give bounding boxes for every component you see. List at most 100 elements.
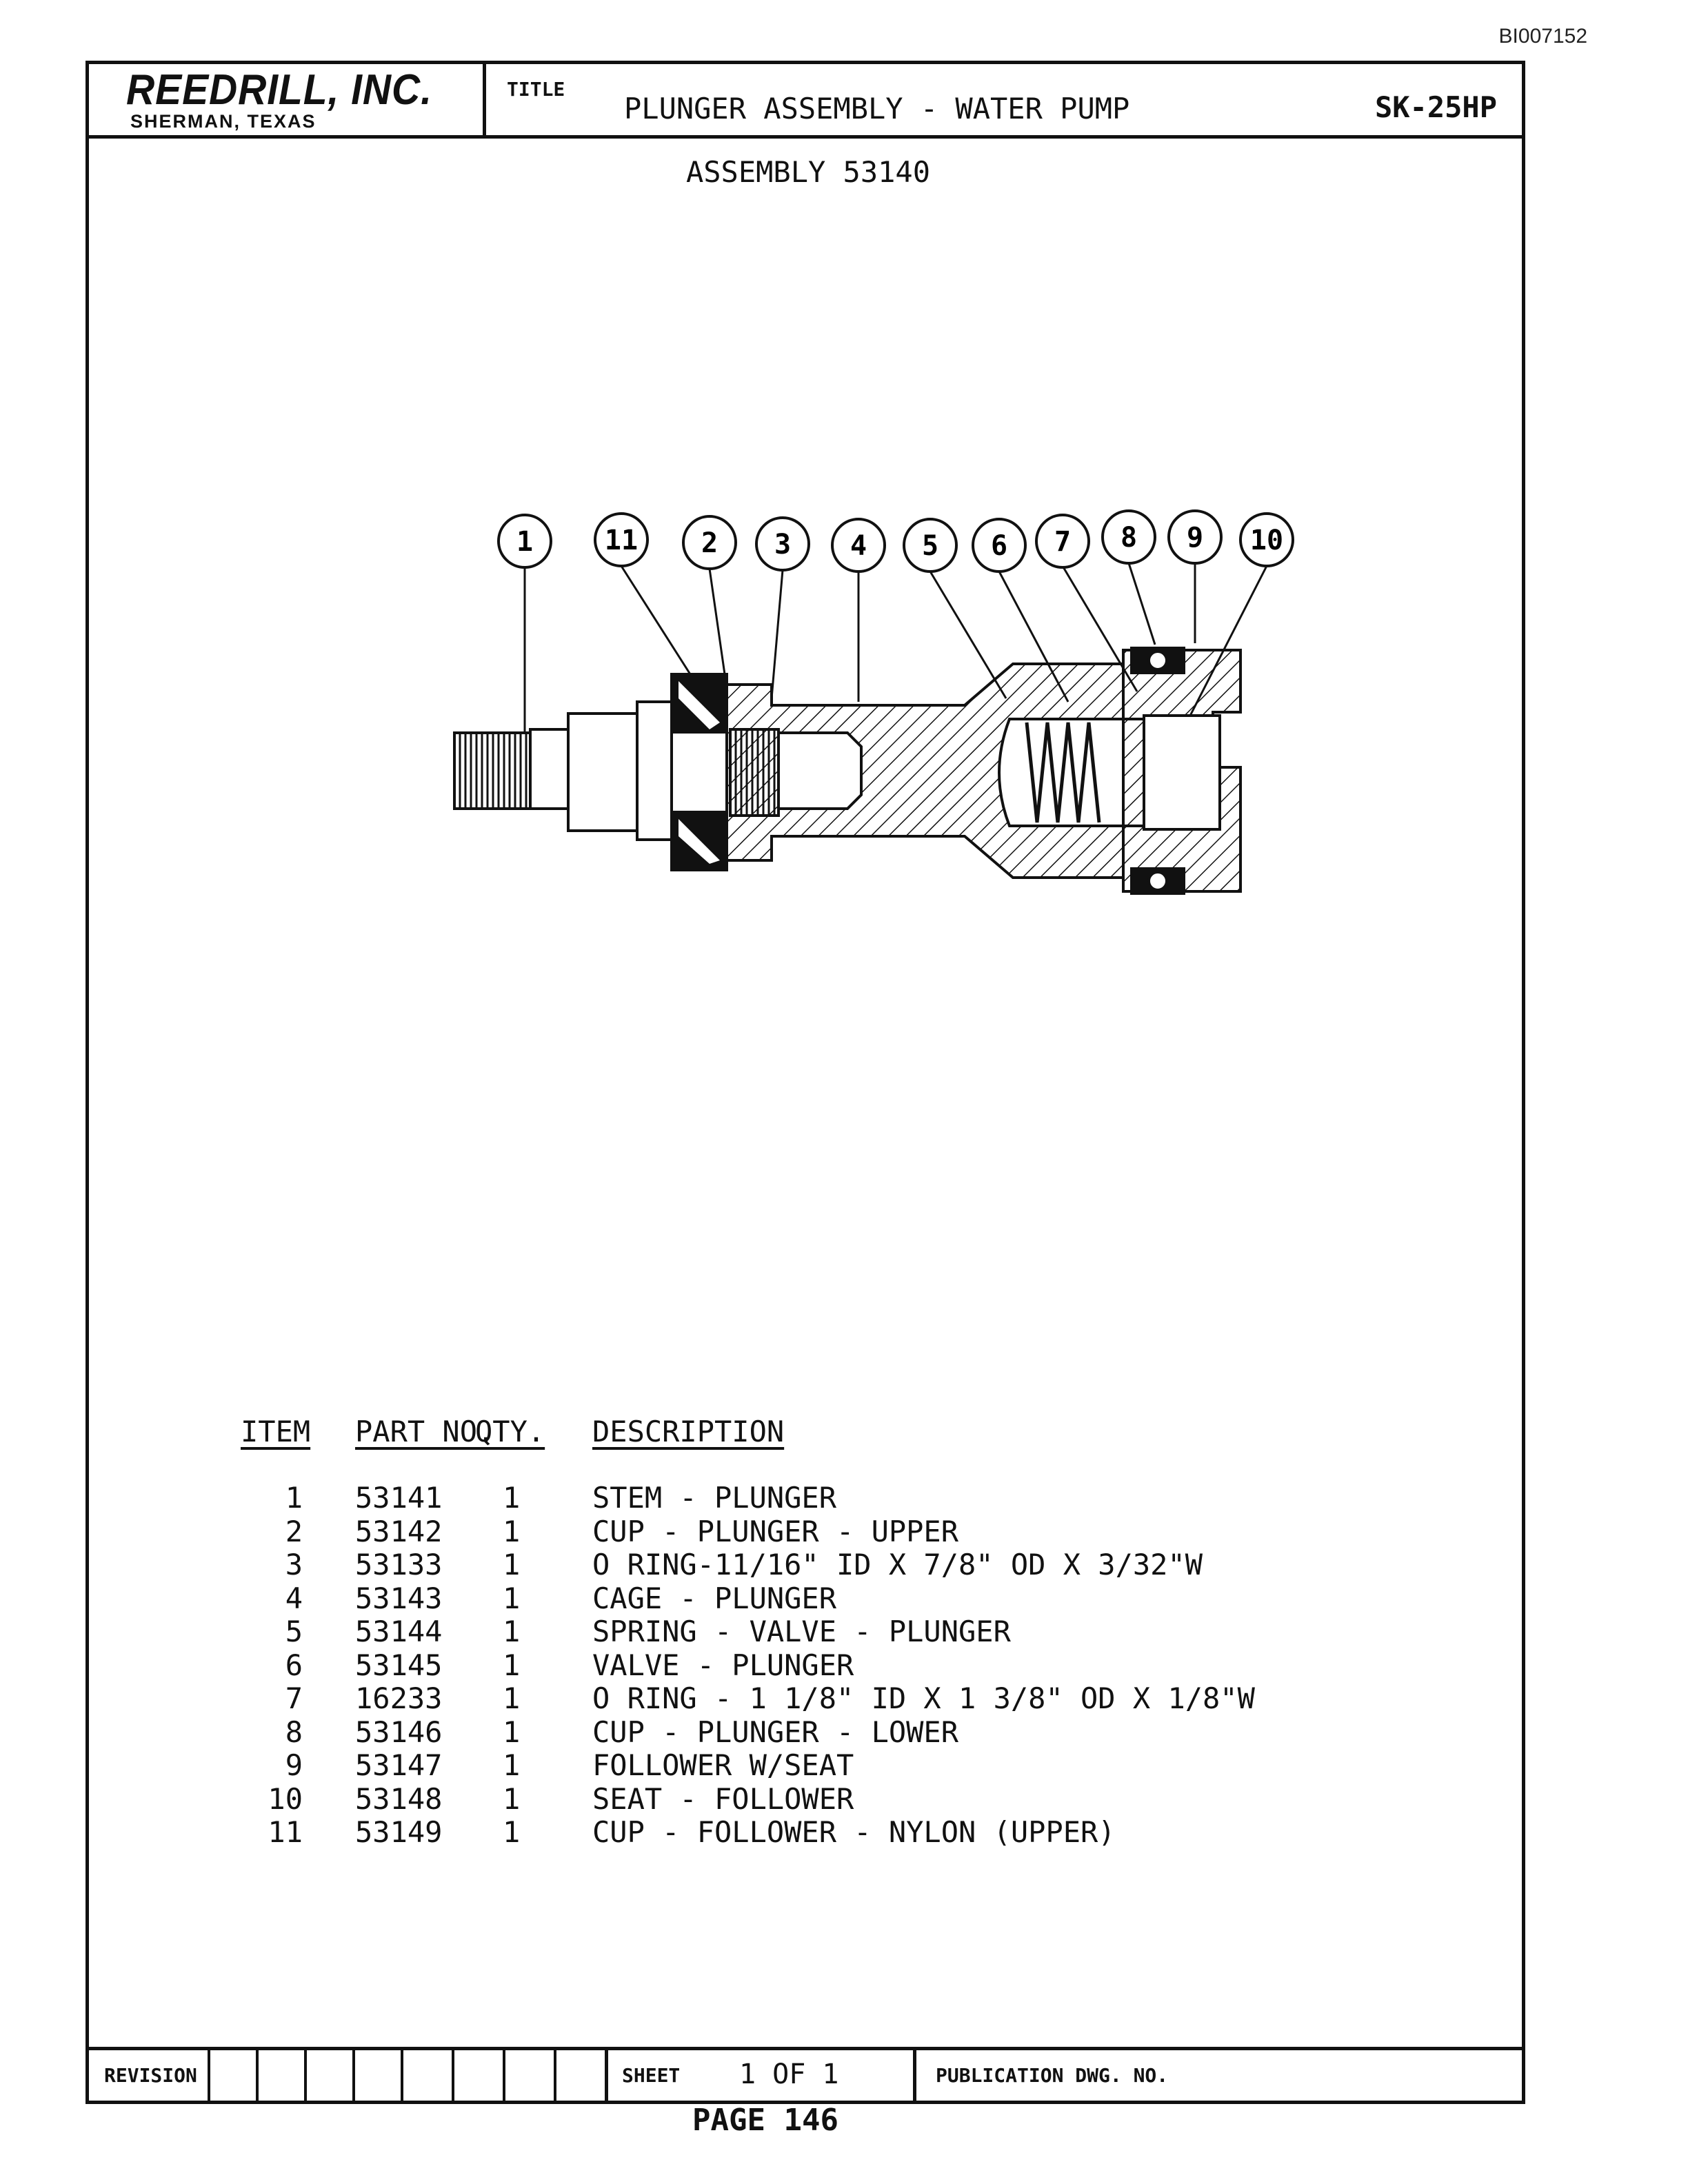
callout-2: 2 [682,515,737,570]
callout-11: 11 [594,512,649,567]
callout-9: 9 [1167,509,1223,565]
part-number: 53144 [355,1615,443,1648]
callout-1: 1 [497,514,552,569]
quantity: 1 [503,1648,521,1682]
callout-label: 10 [1250,525,1283,556]
title-label: TITLE [507,78,565,101]
part-number: 53148 [355,1781,443,1816]
quantity: 1 [503,1781,521,1816]
header-qty: QTY. [475,1415,545,1448]
company-name: REEDRILL, INC. [126,66,432,114]
description: CUP - PLUNGER - UPPER [592,1514,959,1548]
part-number: 53147 [355,1748,443,1782]
page-title: PLUNGER ASSEMBLY - WATER PUMP [624,92,1130,125]
quantity: 1 [503,1581,521,1615]
callout-label: 5 [922,530,938,562]
quantity: 1 [503,1815,521,1849]
part-number: 53142 [355,1514,443,1548]
description: CAGE - PLUNGER [592,1581,837,1615]
part-number: 53133 [355,1548,443,1581]
stem-thread [453,731,532,810]
drawing-frame: REEDRILL, INC. SHERMAN, TEXAS TITLE PLUN… [86,61,1525,2104]
part-number: 53143 [355,1581,443,1615]
item-number: 2 [285,1514,303,1548]
quantity: 1 [503,1615,521,1648]
callout-3: 3 [755,516,810,572]
quantity: 1 [503,1548,521,1581]
part-number: 53141 [355,1481,443,1515]
revision-block: REVISION SHEET 1 OF 1 PUBLICATION DWG. N… [89,2047,1522,2101]
revision-box [503,2050,554,2101]
item-number: 1 [285,1481,303,1515]
part-number: 53149 [355,1815,443,1849]
page-number: PAGE 146 [692,2103,838,2138]
part-number: 53146 [355,1715,443,1749]
description: CUP - FOLLOWER - NYLON (UPPER) [592,1815,1116,1849]
stem-hex [636,700,673,841]
callout-6: 6 [972,518,1027,573]
part-number: 16233 [355,1681,443,1715]
o-ring-top [1147,650,1168,671]
item-number: 9 [285,1748,303,1782]
revision-box [554,2050,605,2101]
header-item: ITEM [241,1415,311,1448]
header-part-no: PART NO. [355,1415,495,1448]
quantity: 1 [503,1514,521,1548]
callout-label: 9 [1187,522,1203,554]
callout-4: 4 [831,518,886,573]
revision-box [452,2050,503,2101]
revision-box [401,2050,452,2101]
callout-label: 7 [1054,526,1071,558]
revision-box [256,2050,304,2101]
item-number: 11 [268,1815,303,1849]
quantity: 1 [503,1715,521,1749]
callout-label: 2 [701,527,718,559]
description: SPRING - VALVE - PLUNGER [592,1615,1011,1648]
item-number: 4 [285,1581,303,1615]
callout-label: 3 [774,529,791,560]
description: O RING-11/16" ID X 7/8" OD X 3/32"W [592,1548,1203,1581]
sheet-label: SHEET [622,2064,681,2087]
title-block: REEDRILL, INC. SHERMAN, TEXAS TITLE PLUN… [89,64,1522,139]
company-cell: REEDRILL, INC. SHERMAN, TEXAS [89,64,486,135]
description: SEAT - FOLLOWER [592,1781,854,1816]
item-number: 6 [285,1648,303,1682]
sheet-cell: SHEET 1 OF 1 [605,2050,916,2101]
description: O RING - 1 1/8" ID X 1 3/8" OD X 1/8"W [592,1681,1255,1715]
quantity: 1 [503,1748,521,1782]
o-ring-bottom [1147,871,1168,891]
callout-8: 8 [1101,509,1156,565]
follower-seat [1143,714,1221,831]
quantity: 1 [503,1481,521,1515]
description: CUP - PLUNGER - LOWER [592,1715,959,1749]
item-number: 7 [285,1681,303,1715]
callout-10: 10 [1239,512,1294,567]
callout-label: 1 [516,526,533,558]
assembly-number: ASSEMBLY 53140 [685,155,930,189]
item-number: 5 [285,1615,303,1648]
part-number: 53145 [355,1648,443,1682]
revision-box [352,2050,401,2101]
revision-box [304,2050,352,2101]
valve-spring [1025,722,1101,823]
callout-label: 4 [850,530,867,562]
company-location: SHERMAN, TEXAS [130,111,316,132]
sheet-number: 1 OF 1 [739,2059,839,2090]
item-number: 10 [268,1781,303,1816]
callout-label: 6 [991,530,1007,562]
callout-label: 8 [1121,522,1137,554]
item-number: 3 [285,1548,303,1581]
revision-box [208,2050,256,2101]
description: VALVE - PLUNGER [592,1648,854,1682]
description: FOLLOWER W/SEAT [592,1748,854,1782]
stem-collar [567,712,639,832]
callout-label: 11 [605,525,638,556]
drawing-code: SK-25HP [1374,90,1497,124]
revision-label: REVISION [104,2064,197,2087]
document-id: BI007152 [1498,25,1587,48]
header-description: DESCRIPTION [592,1415,785,1448]
item-number: 8 [285,1715,303,1749]
quantity: 1 [503,1681,521,1715]
